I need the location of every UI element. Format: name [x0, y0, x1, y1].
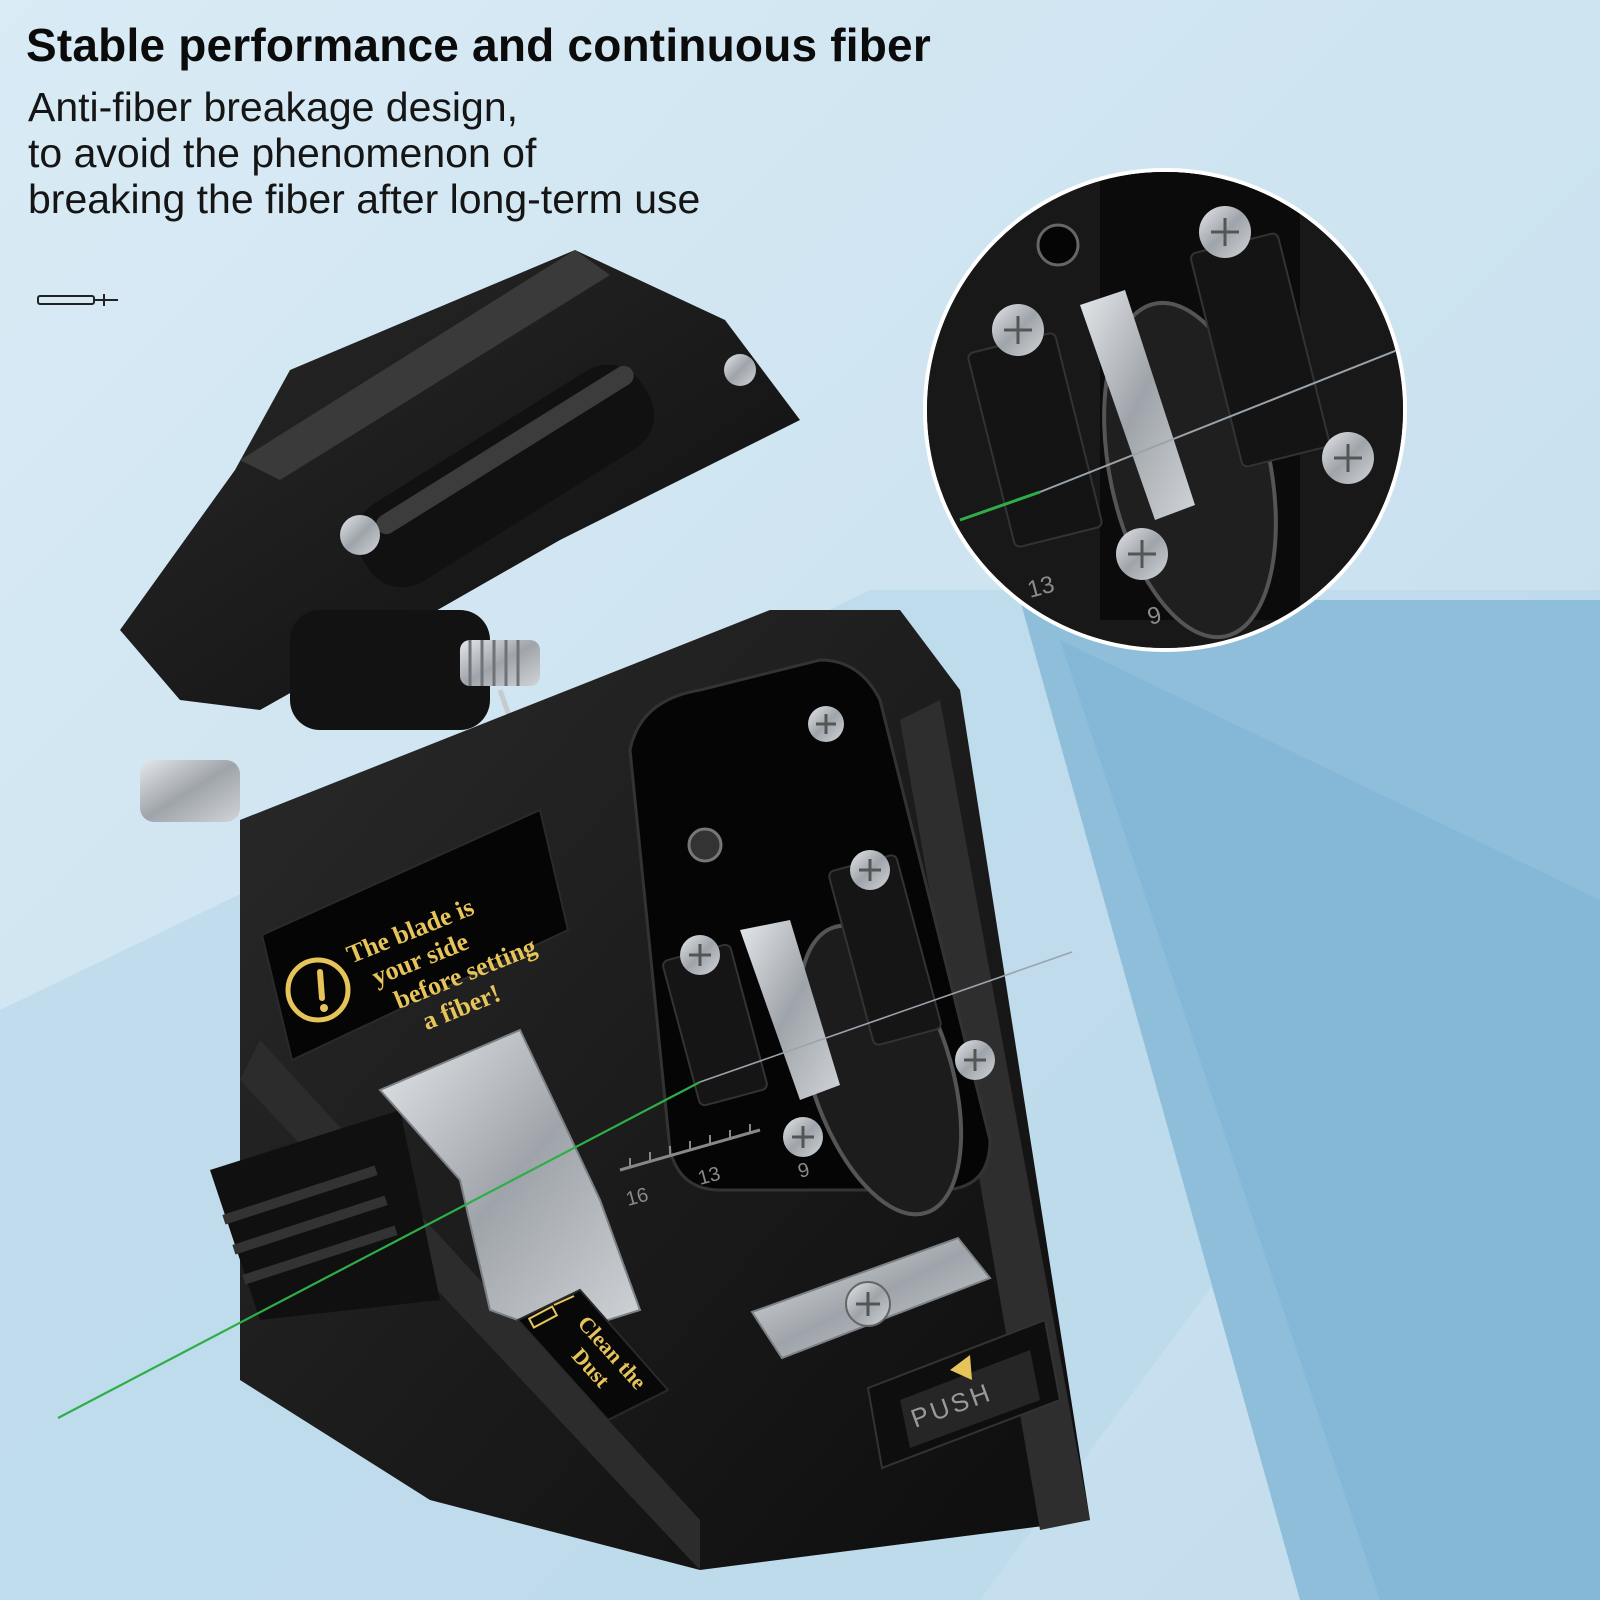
- zoom-screw: [1116, 528, 1168, 580]
- warning-label: The blade is your side before setting a …: [260, 808, 570, 1062]
- hinge-spring: [140, 610, 563, 861]
- description-line-2: to avoid the phenomenon of: [28, 130, 537, 176]
- screw: [808, 706, 844, 742]
- front-plate: [750, 1236, 992, 1360]
- screw: [850, 850, 890, 890]
- headline: Stable performance and continuous fiber: [26, 19, 931, 71]
- scale-mark-9: 9: [796, 1159, 812, 1183]
- screw: [680, 935, 720, 975]
- exclamation-circle-icon: [285, 957, 351, 1023]
- screw: [783, 1117, 823, 1157]
- zoom-screw: [1322, 432, 1374, 484]
- fiber-pen-icon: [37, 294, 118, 306]
- zoom-screw: [1199, 206, 1251, 258]
- background-shadow-band: [1060, 640, 1600, 1600]
- description-line-3: breaking the fiber after long-term use: [28, 176, 701, 222]
- cleaver-lid: [120, 250, 800, 710]
- screw: [955, 1040, 995, 1080]
- brush-icon: [527, 1295, 575, 1329]
- optical-fiber: [57, 951, 1073, 1419]
- push-arrow-icon: [950, 1355, 972, 1380]
- description-line-1: Anti-fiber breakage design,: [28, 84, 519, 130]
- push-button: PUSH: [866, 1318, 1062, 1470]
- zoom-detail-circle: 13 9: [923, 168, 1407, 652]
- zoom-screw: [992, 304, 1044, 356]
